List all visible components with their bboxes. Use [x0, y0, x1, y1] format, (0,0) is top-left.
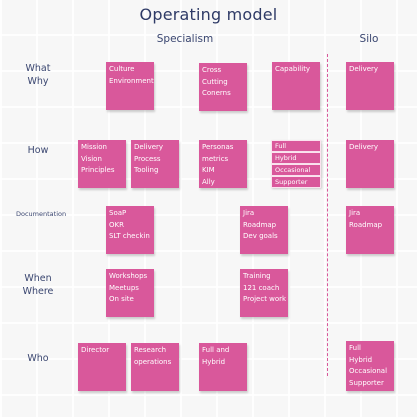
note-line: Jira — [243, 209, 255, 217]
sticky-note-jira-specialism[interactable]: Jira Roadmap Dev goals — [240, 206, 288, 254]
note-line: Culture — [109, 65, 135, 73]
row-label-who: Who — [27, 353, 49, 364]
note-line: Hybrid — [202, 357, 226, 366]
note-line: On site — [109, 295, 134, 303]
sticky-note-silo-delivery-what[interactable]: Delivery — [346, 62, 394, 110]
sticky-note-personas[interactable]: Personas metrics KIM Ally — [199, 140, 247, 188]
note-line: Full — [349, 344, 361, 352]
note-line: Research — [134, 346, 167, 354]
sticky-note-silo-delivery-how[interactable]: Delivery — [346, 140, 394, 188]
note-line: Roadmap — [349, 220, 383, 229]
note-line: operations — [134, 357, 172, 366]
tag-hybrid[interactable]: Hybrid — [271, 152, 321, 164]
tag-full[interactable]: Full — [271, 140, 321, 152]
note-line: Supporter — [349, 378, 384, 387]
note-line: 121 coach — [243, 283, 280, 292]
sticky-note-delivery-process[interactable]: Delivery Process Tooling — [131, 140, 179, 188]
sticky-note-mission[interactable]: Mission Vision Principles — [78, 140, 126, 188]
note-line: Director — [81, 346, 110, 354]
tag-occasional[interactable]: Occasional — [271, 164, 321, 176]
note-line: Tooling — [134, 166, 159, 174]
note-line: Personas — [202, 143, 234, 151]
specialism-silo-divider — [327, 54, 328, 376]
note-line: KIM — [202, 166, 215, 174]
sticky-note-capability[interactable]: Capability — [272, 62, 320, 110]
note-line: Conerns — [202, 89, 231, 97]
note-line: OKR — [109, 220, 124, 229]
note-line: Workshops — [109, 272, 148, 280]
note-line: Vision — [81, 154, 102, 163]
tag-supporter[interactable]: Supporter — [271, 176, 321, 188]
note-line: SLT checkin — [109, 232, 150, 240]
note-line: Full and — [202, 346, 230, 354]
sticky-note-full-and-hybrid[interactable]: Full and Hybrid — [199, 343, 247, 391]
note-line: Cutting — [202, 77, 228, 86]
note-line: Ally — [202, 177, 215, 186]
sticky-note-training[interactable]: Training 121 coach Project work — [240, 269, 288, 317]
sticky-note-soap[interactable]: SoaP OKR SLT checkin — [106, 206, 154, 254]
note-line: Capability — [275, 65, 311, 73]
note-line: Mission — [81, 143, 107, 151]
note-line: Delivery — [134, 143, 164, 151]
row-label-documentation: Documentation — [16, 210, 67, 218]
sticky-note-jira-silo[interactable]: Jira Roadmap — [346, 206, 394, 254]
row-label-what: What — [25, 63, 51, 74]
sticky-note-silo-who[interactable]: Full Hybrid Occasional Supporter — [346, 341, 394, 391]
row-label-when-where: When Where — [20, 272, 56, 298]
note-line: Meetups — [109, 283, 139, 292]
sticky-note-research-operations[interactable]: Research operations — [131, 343, 179, 391]
column-header-silo: Silo — [359, 33, 379, 45]
note-line: Project work — [243, 295, 287, 303]
note-line: Roadmap — [243, 220, 277, 229]
sticky-note-workshops[interactable]: Workshops Meetups On site — [106, 269, 154, 317]
sticky-note-cross-cutting[interactable]: Cross Cutting Conerns — [199, 63, 247, 111]
note-line: Jira — [349, 209, 361, 217]
row-label-why: Why — [27, 76, 49, 87]
note-line: Dev goals — [243, 232, 278, 240]
sticky-note-culture[interactable]: Culture Environment — [106, 62, 154, 110]
note-line: Occasional — [349, 367, 388, 375]
note-line: Delivery — [349, 65, 379, 73]
row-label-where: Where — [22, 286, 54, 297]
note-line: Delivery — [349, 143, 379, 151]
note-line: Cross — [202, 66, 222, 74]
note-line: SoaP — [109, 209, 127, 217]
note-line: metrics — [202, 154, 229, 163]
sticky-note-director[interactable]: Director — [78, 343, 126, 391]
note-line: Principles — [81, 166, 115, 174]
note-line: Hybrid — [349, 355, 373, 364]
row-label-when: When — [24, 273, 52, 284]
page-title: Operating model — [139, 5, 278, 24]
column-header-specialism: Specialism — [156, 33, 214, 45]
note-line: Process — [134, 154, 161, 163]
row-label-how: How — [27, 145, 49, 156]
note-line: Training — [243, 272, 271, 280]
row-label-what-why: What Why — [20, 62, 56, 88]
note-line: Environment — [109, 76, 154, 85]
